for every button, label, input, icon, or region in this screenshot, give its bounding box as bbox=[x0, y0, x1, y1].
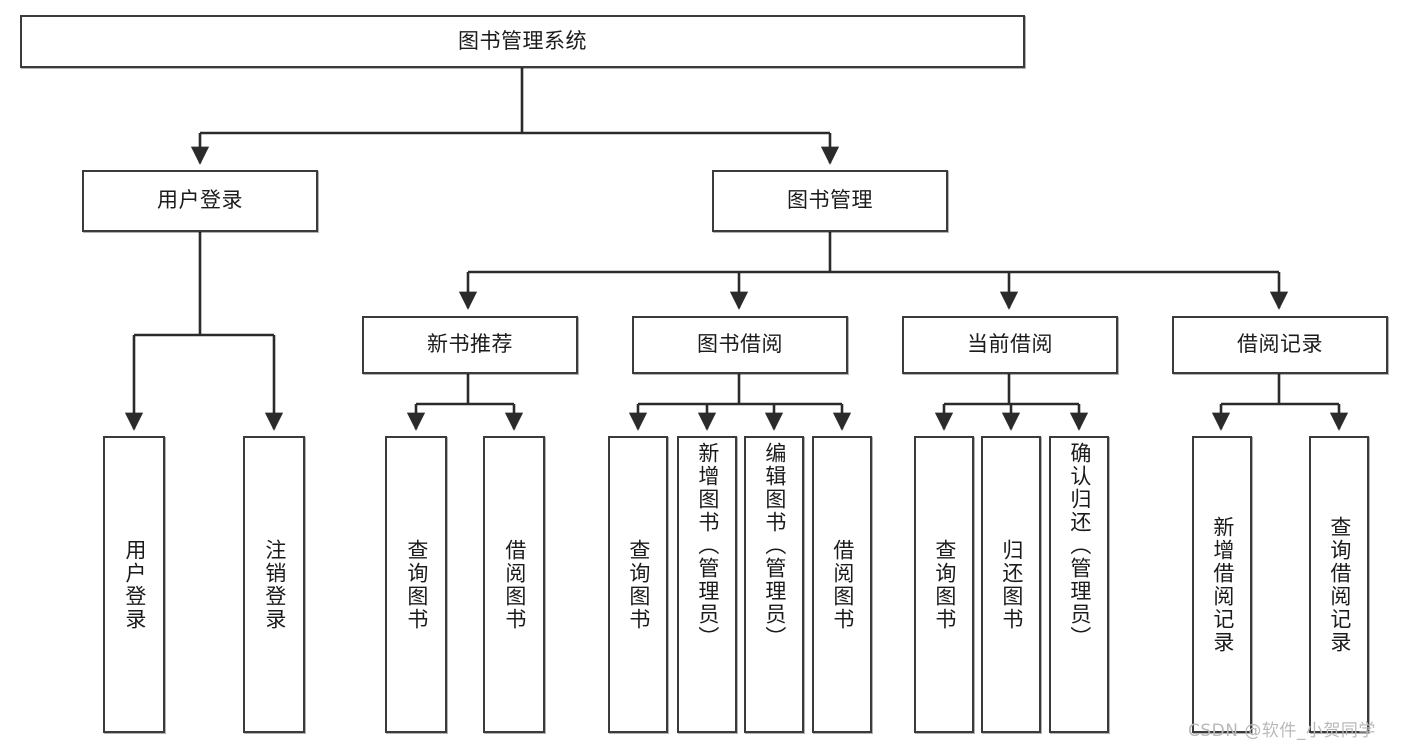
leaf-user-login[interactable]: 用户登录 bbox=[103, 436, 165, 733]
leaf-borrow-book-newbook[interactable]: 借阅图书 bbox=[483, 436, 545, 733]
node-root-label: 图书管理系统 bbox=[458, 28, 587, 53]
leaf-user-login-label: 用户登录 bbox=[122, 538, 147, 631]
leaf-query-borrow-record-label: 查询借阅记录 bbox=[1327, 515, 1352, 654]
leaf-borrow-book-borrow[interactable]: 借阅图书 bbox=[812, 436, 872, 733]
node-new-book-recommend-label: 新书推荐 bbox=[427, 332, 513, 357]
leaf-edit-book-admin-label: 编辑图书（管理员） bbox=[762, 442, 787, 649]
leaf-borrow-book-borrow-label: 借阅图书 bbox=[830, 538, 855, 631]
node-current-borrow-label: 当前借阅 bbox=[967, 332, 1053, 357]
leaf-borrow-book-newbook-label: 借阅图书 bbox=[502, 538, 527, 631]
leaf-query-book-newbook[interactable]: 查询图书 bbox=[385, 436, 447, 733]
csdn-watermark: CSDN @软件_小贺同学 bbox=[1188, 721, 1376, 741]
leaf-add-book-admin[interactable]: 新增图书（管理员） bbox=[677, 436, 737, 733]
node-borrow-record-label: 借阅记录 bbox=[1237, 332, 1323, 357]
leaf-confirm-return-admin-label: 确认归还（管理员） bbox=[1067, 442, 1092, 649]
node-root[interactable]: 图书管理系统 bbox=[20, 15, 1025, 68]
leaf-add-borrow-record[interactable]: 新增借阅记录 bbox=[1192, 436, 1252, 733]
node-user-login-label: 用户登录 bbox=[157, 188, 243, 213]
node-book-management-label: 图书管理 bbox=[787, 188, 873, 213]
leaf-add-borrow-record-label: 新增借阅记录 bbox=[1210, 515, 1235, 654]
leaf-return-book-label: 归还图书 bbox=[999, 538, 1024, 631]
leaf-query-book-current-label: 查询图书 bbox=[932, 538, 957, 631]
node-book-management[interactable]: 图书管理 bbox=[712, 170, 948, 232]
leaf-query-book-borrow-label: 查询图书 bbox=[626, 538, 651, 631]
node-new-book-recommend[interactable]: 新书推荐 bbox=[362, 316, 578, 374]
leaf-confirm-return-admin[interactable]: 确认归还（管理员） bbox=[1049, 436, 1109, 733]
leaf-add-book-admin-label: 新增图书（管理员） bbox=[695, 442, 720, 649]
node-book-borrow-label: 图书借阅 bbox=[697, 332, 783, 357]
leaf-edit-book-admin[interactable]: 编辑图书（管理员） bbox=[744, 436, 804, 733]
leaf-query-book-newbook-label: 查询图书 bbox=[404, 538, 429, 631]
leaf-query-book-current[interactable]: 查询图书 bbox=[914, 436, 974, 733]
leaf-query-borrow-record[interactable]: 查询借阅记录 bbox=[1309, 436, 1369, 733]
leaf-query-book-borrow[interactable]: 查询图书 bbox=[608, 436, 668, 733]
leaf-logout[interactable]: 注销登录 bbox=[243, 436, 305, 733]
leaf-return-book[interactable]: 归还图书 bbox=[981, 436, 1041, 733]
node-current-borrow[interactable]: 当前借阅 bbox=[902, 316, 1118, 374]
node-borrow-record[interactable]: 借阅记录 bbox=[1172, 316, 1388, 374]
leaf-logout-label: 注销登录 bbox=[262, 538, 287, 631]
node-user-login[interactable]: 用户登录 bbox=[82, 170, 318, 232]
node-book-borrow[interactable]: 图书借阅 bbox=[632, 316, 848, 374]
